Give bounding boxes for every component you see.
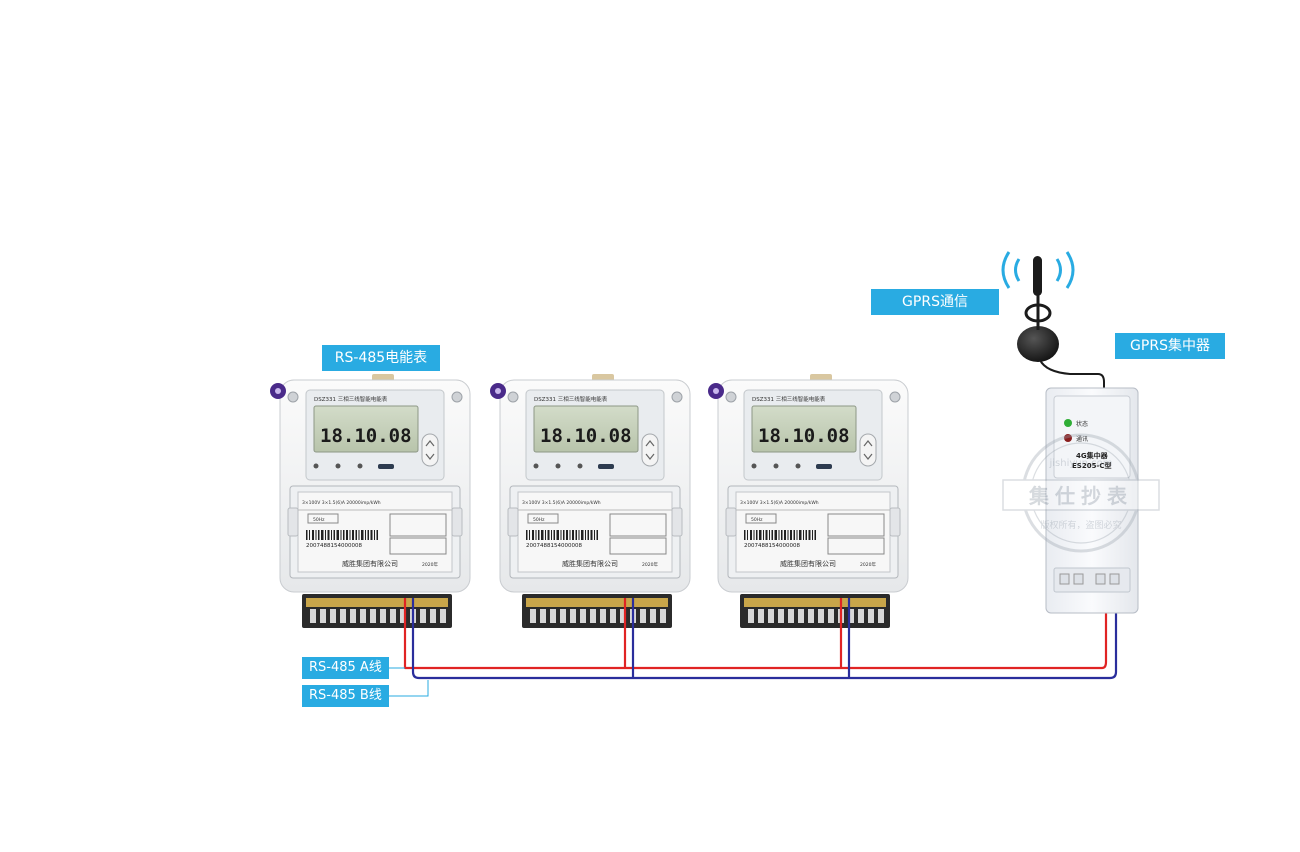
- meter-1-freq: 50Hz: [313, 517, 325, 523]
- rs485-a-wire: [403, 598, 1108, 670]
- concentrator-label: GPRS集中器: [1115, 333, 1225, 359]
- meter-3-year: 2020年: [860, 561, 876, 568]
- antenna-icon: [1001, 251, 1075, 362]
- rs485-b-label: RS-485 B线: [302, 685, 389, 707]
- watermark-slogan: 版权所有，盗图必究: [1040, 519, 1121, 531]
- meter-2-model: DSZ331 三相三线智能电能表: [534, 395, 608, 403]
- meter-1: DSZ331 三相三线智能电能表 18.10.08 3×100V 3×1.5(6…: [269, 373, 471, 629]
- comm-label: 通讯: [1076, 435, 1088, 443]
- concentrator-device: 状态 通讯 4G集中器 ES205-C型: [1045, 387, 1139, 614]
- status-label: 状态: [1076, 420, 1088, 428]
- meter-1-year: 2020年: [422, 561, 438, 568]
- concentrator-model: ES205-C型: [1072, 461, 1111, 470]
- meter-1-reading: 18.10.08: [320, 425, 412, 447]
- meter-2-year: 2020年: [642, 561, 658, 568]
- rs485-a-label: RS-485 A线: [302, 657, 389, 679]
- callout-leaders: [389, 667, 429, 697]
- meter-3-spec: 3×100V 3×1.5(6)A 20000imp/kWh: [740, 500, 819, 506]
- meter-1-spec: 3×100V 3×1.5(6)A 20000imp/kWh: [302, 500, 381, 506]
- status-led: [1064, 419, 1072, 427]
- concentrator-type: 4G集中器: [1076, 451, 1109, 460]
- meter-1-model: DSZ331 三相三线智能电能表: [314, 395, 388, 403]
- meter-2-serial: 2007488154000008: [526, 543, 582, 549]
- comm-led: [1064, 434, 1072, 442]
- meter-2-freq: 50Hz: [533, 517, 545, 523]
- meter-2-reading: 18.10.08: [540, 425, 632, 447]
- rs485-b-wire: [411, 598, 1118, 680]
- antenna-cable: [1039, 359, 1105, 392]
- meter-2: DSZ331 三相三线智能电能表 18.10.08 3×100V 3×1.5(6…: [489, 373, 691, 629]
- meter-3: DSZ331 三相三线智能电能表 18.10.08 3×100V 3×1.5(6…: [707, 373, 909, 629]
- meter-2-manufacturer: 威胜集团有限公司: [562, 559, 618, 568]
- meter-3-freq: 50Hz: [751, 517, 763, 523]
- gprs-comm-label: GPRS通信: [871, 289, 999, 315]
- meter-3-model: DSZ331 三相三线智能电能表: [752, 395, 826, 403]
- meter-3-serial: 2007488154000008: [744, 543, 800, 549]
- meter-1-manufacturer: 威胜集团有限公司: [342, 559, 398, 568]
- meter-2-spec: 3×100V 3×1.5(6)A 20000imp/kWh: [522, 500, 601, 506]
- watermark: 集仕抄表 jishiyun.com 版权所有，盗图必究: [1002, 433, 1160, 553]
- watermark-url: jishiyun.com: [1048, 458, 1112, 469]
- watermark-text: 集仕抄表: [1028, 484, 1133, 508]
- meter-1-serial: 2007488154000008: [306, 543, 362, 549]
- meter-3-reading: 18.10.08: [758, 425, 850, 447]
- meter-3-manufacturer: 威胜集团有限公司: [780, 559, 836, 568]
- meter-label: RS-485电能表: [322, 345, 440, 371]
